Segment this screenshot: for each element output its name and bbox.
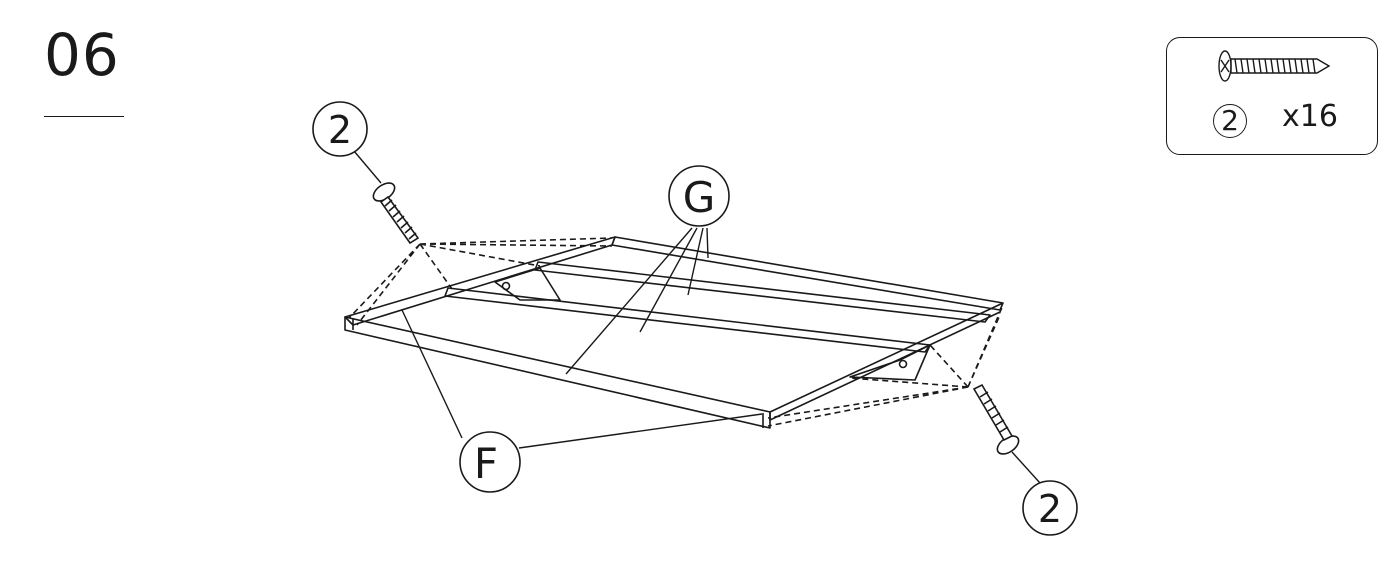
bottom-guide-lines [767,304,1004,427]
parts-quantity: x16 [1282,99,1338,134]
parts-screw-id: 2 [1213,104,1247,138]
callout-f [459,431,521,493]
callout-screw-top [312,101,368,157]
right-bracket [849,344,931,381]
leader-screw-bottom [1011,451,1041,484]
left-bracket [494,267,561,301]
leader-f [401,309,763,449]
callout-screw-bottom [1022,480,1078,536]
callout-screw-bottom-label: 2 [1038,487,1062,531]
callout-screw-top-label: 2 [328,108,352,152]
parts-list-box: 2 x16 [1166,37,1378,155]
slat-g-rear [534,261,991,323]
top-guide-lines [348,237,613,326]
rail-f-front [344,316,771,429]
callout-g-label: G [683,173,716,222]
callout-g [668,165,730,227]
frame-back-rail [611,236,1004,311]
leader-screw-top [353,150,382,184]
screw-top-icon [372,182,420,245]
step-underline [44,116,124,117]
leader-g [565,227,709,375]
screw-bottom-icon [972,383,1020,455]
callout-f-label: F [474,439,498,488]
frame-left-rail [344,236,616,326]
screw-icon [1218,50,1331,82]
step-number: 06 [44,21,120,89]
slat-g-middle [444,287,931,353]
